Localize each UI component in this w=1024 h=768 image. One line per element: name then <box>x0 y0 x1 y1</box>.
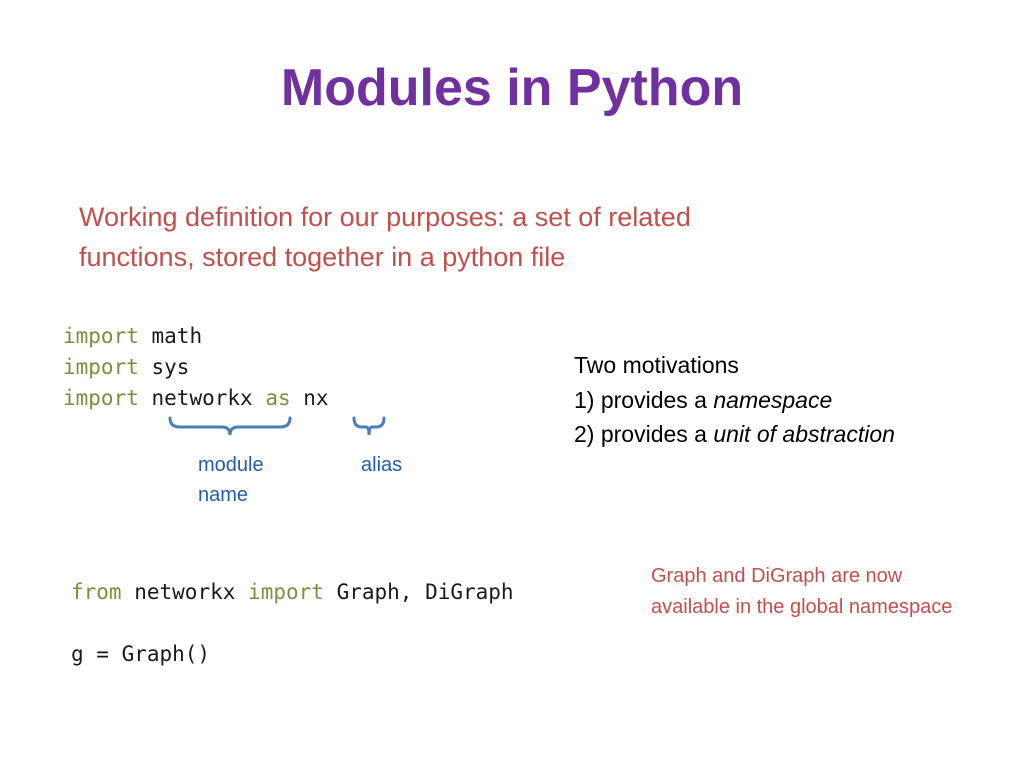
code-module: networkx <box>151 386 253 410</box>
module-name-label-line-1: module <box>198 454 264 476</box>
code-keyword: import <box>63 355 139 379</box>
code-keyword-import: import <box>248 580 324 604</box>
alias-brace-icon <box>352 416 386 436</box>
module-name-label: module name <box>198 450 264 510</box>
definition-text: Working definition for our purposes: a s… <box>79 197 839 277</box>
motivations-heading: Two motivations <box>574 352 739 378</box>
namespace-note: Graph and DiGraph are now available in t… <box>651 561 952 623</box>
code-module: networkx <box>134 580 236 604</box>
definition-line-1: Working definition for our purposes: a s… <box>79 202 691 232</box>
motivation-item-1-prefix: 1) provides a <box>574 386 714 413</box>
code-line-import-math: import math <box>63 321 329 352</box>
namespace-note-line-1: Graph and DiGraph are now <box>651 565 903 587</box>
code-line-import-networkx: import networkx as nx <box>63 383 329 414</box>
definition-line-2: functions, stored together in a python f… <box>79 242 566 272</box>
module-name-brace-icon <box>168 416 292 436</box>
code-alias: nx <box>303 386 329 410</box>
motivation-item-2: 2) provides a unit of abstraction <box>574 417 895 452</box>
code-module: sys <box>151 355 190 379</box>
from-import-code-line: from networkx import Graph, DiGraph <box>71 577 514 608</box>
motivation-item-2-prefix: 2) provides a <box>574 421 714 447</box>
alias-label: alias <box>361 454 403 476</box>
code-imported-names: Graph, DiGraph <box>336 580 514 604</box>
code-keyword: import <box>63 324 139 348</box>
code-keyword-from: from <box>71 580 122 604</box>
module-name-label-line-2: name <box>198 484 249 506</box>
code-keyword-as: as <box>265 386 291 410</box>
code-line-import-sys: import sys <box>63 352 329 383</box>
motivations-list: Two motivations 1) provides a namespace … <box>574 348 895 452</box>
motivation-item-1-emphasis: namespace <box>713 386 833 413</box>
motivation-item-1: 1) provides a namespace <box>574 383 895 418</box>
code-keyword: import <box>63 386 139 410</box>
code-module: math <box>151 324 203 348</box>
motivation-item-2-emphasis: unit of abstraction <box>713 421 895 447</box>
graph-call-code-line: g = Graph() <box>71 642 211 666</box>
slide-title: Modules in Python <box>280 59 744 117</box>
namespace-note-line-2: available in the global namespace <box>651 596 953 618</box>
